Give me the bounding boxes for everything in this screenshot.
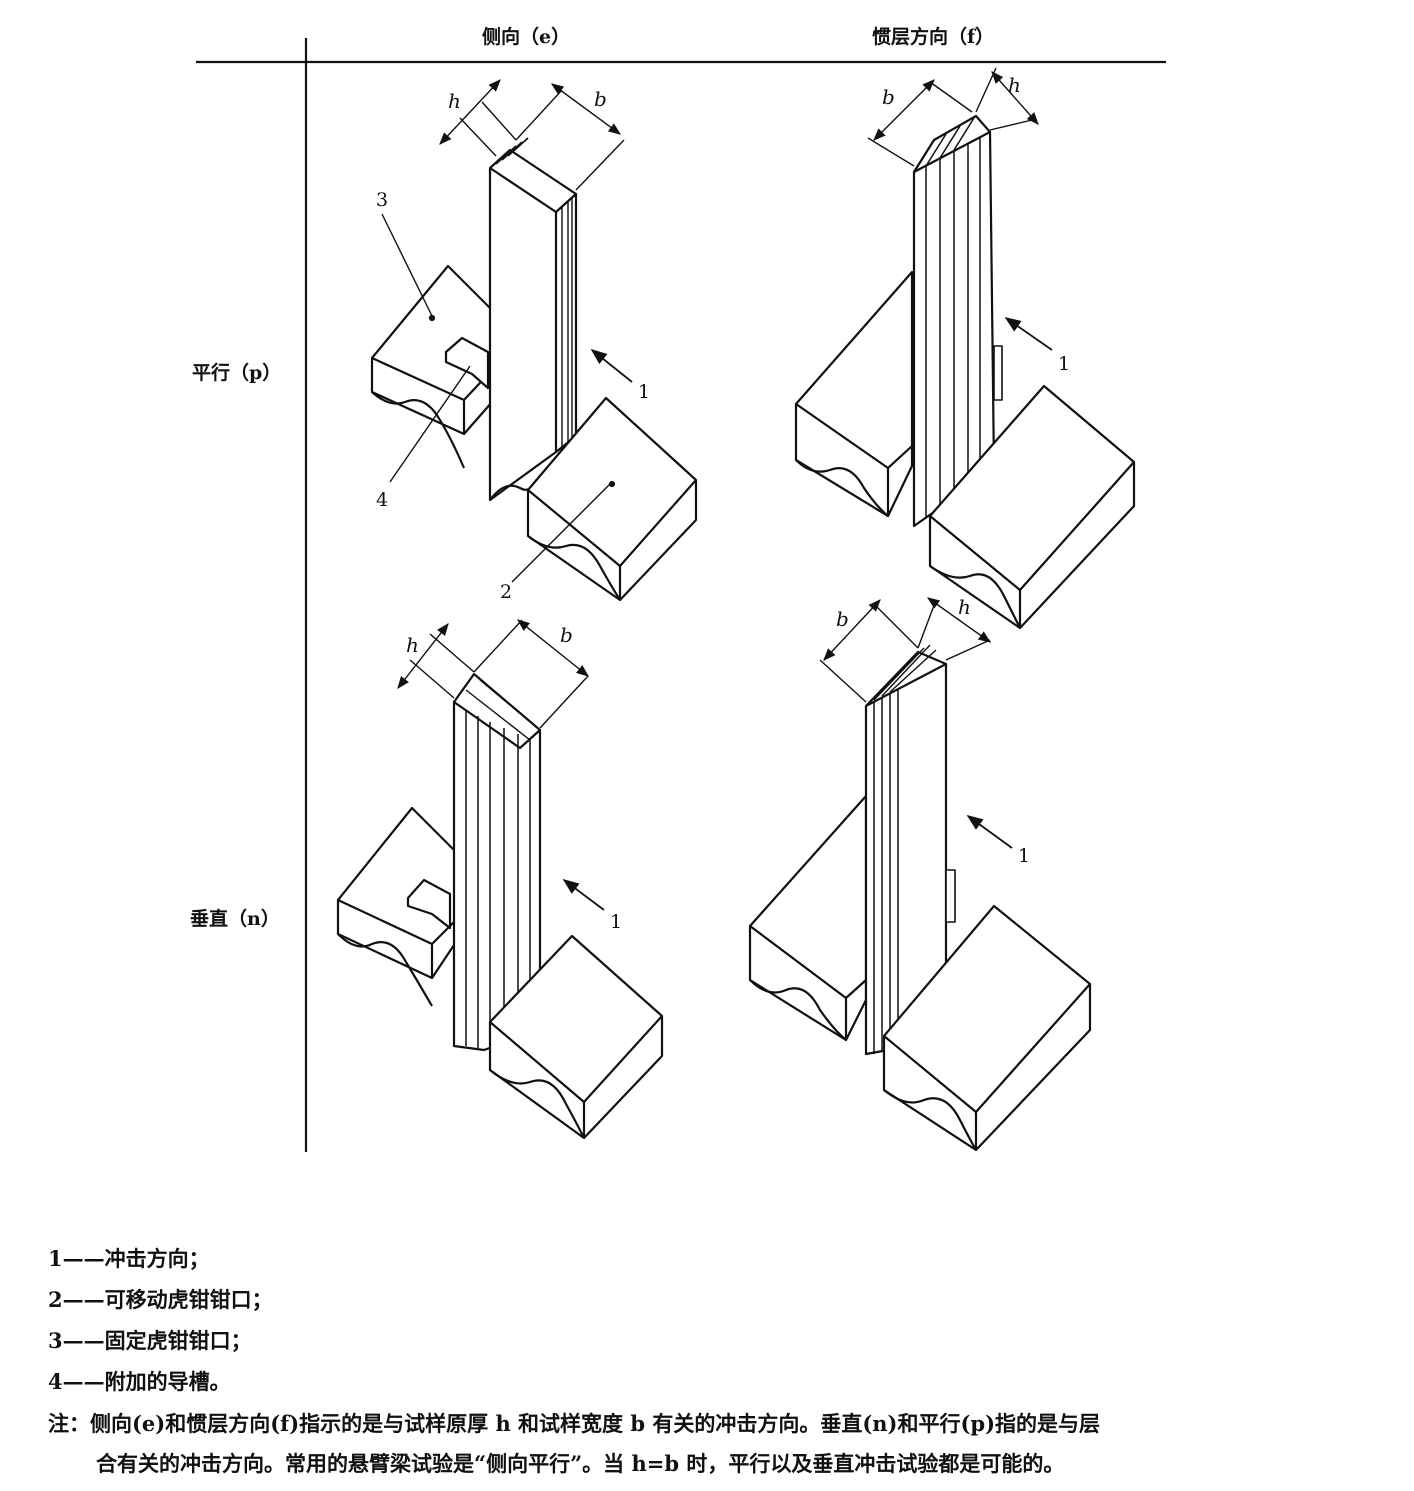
legend-item: 3——固定虎钳钳口；	[48, 1328, 252, 1353]
legend-item: 1——冲击方向；	[48, 1246, 210, 1271]
dim-b-en: b	[560, 623, 573, 647]
dim-b-fp: b	[882, 85, 895, 109]
column-header-lateral: 侧向（e）	[482, 26, 571, 48]
dim-b-ep: b	[594, 87, 607, 111]
row-label-parallel: 平行（p）	[192, 362, 282, 384]
panel-flatwise-parallel	[794, 67, 1136, 630]
note-line-2: 合有关的冲击方向。常用的悬臂梁试验是“侧向平行”。当 h=b 时，平行以及垂直冲…	[96, 1451, 1065, 1476]
callout-1-en: 1	[610, 911, 622, 933]
dim-h-en: h	[406, 633, 419, 657]
legend-item: 2——可移动虎钳钳口；	[48, 1287, 273, 1312]
callout-1-fn: 1	[1018, 845, 1030, 867]
panel-lateral-normal	[336, 619, 664, 1140]
column-header-flatwise: 惯层方向（f）	[872, 26, 995, 48]
panel-flatwise-normal	[748, 597, 1092, 1152]
callout-1-ep: 1	[638, 381, 650, 403]
note-line-1: 注：侧向(e)和惯层方向(f)指示的是与试样原厚 h 和试样宽度 b 有关的冲击…	[48, 1411, 1101, 1436]
impact-direction-diagram: 3 4 2 1 1 1 1 h b b h h b b h	[196, 38, 1166, 1152]
note: 注：侧向(e)和惯层方向(f)指示的是与试样原厚 h 和试样宽度 b 有关的冲击…	[48, 1404, 1378, 1484]
dim-h-fp: h	[1008, 73, 1021, 97]
callout-2: 2	[500, 581, 512, 603]
row-label-normal: 垂直（n）	[190, 908, 280, 930]
legend: 1——冲击方向； 2——可移动虎钳钳口； 3——固定虎钳钳口； 4——附加的导槽…	[48, 1238, 1378, 1484]
callout-4: 4	[376, 489, 388, 511]
panel-lateral-parallel	[370, 79, 698, 602]
callout-1-fp: 1	[1058, 353, 1070, 375]
dim-b-fn: b	[836, 607, 849, 631]
dim-h-fn: h	[958, 595, 971, 619]
dim-h-ep: h	[448, 89, 461, 113]
legend-item: 4——附加的导槽。	[48, 1369, 231, 1394]
callout-3: 3	[376, 189, 388, 211]
